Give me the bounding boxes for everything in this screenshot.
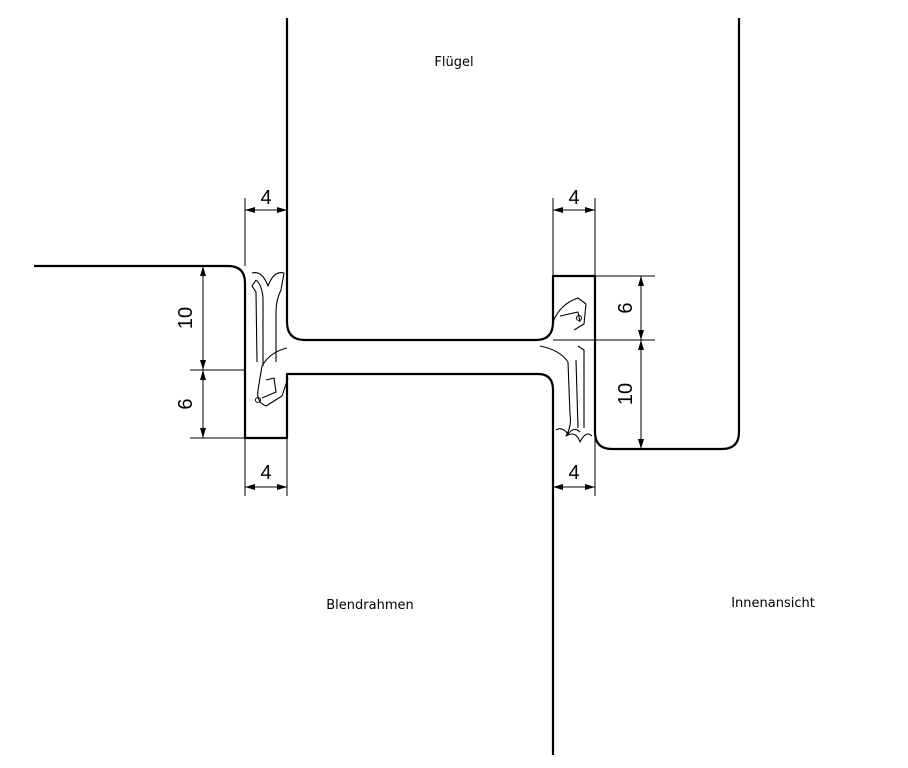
dim-right-upper-height: 6 [615,302,637,313]
dim-left-bottom-width: 4 [260,462,271,484]
right-seal-profile [539,297,593,443]
left-seal-profile [251,271,289,407]
label-sash: Flügel [434,55,473,70]
dim-left-top-width: 4 [260,187,271,209]
dim-left-upper-height: 10 [175,307,197,329]
dim-right-top-width: 4 [568,187,579,209]
extension-lines [190,198,655,496]
dimension-lines [200,207,644,490]
label-frame: Blendrahmen [326,598,413,613]
dim-left-lower-height: 6 [175,398,197,409]
sash-outer-contour [285,18,741,451]
label-inside-view: Innenansicht [731,596,815,611]
dim-right-lower-height: 10 [615,383,637,405]
dim-right-bottom-width: 4 [568,462,579,484]
